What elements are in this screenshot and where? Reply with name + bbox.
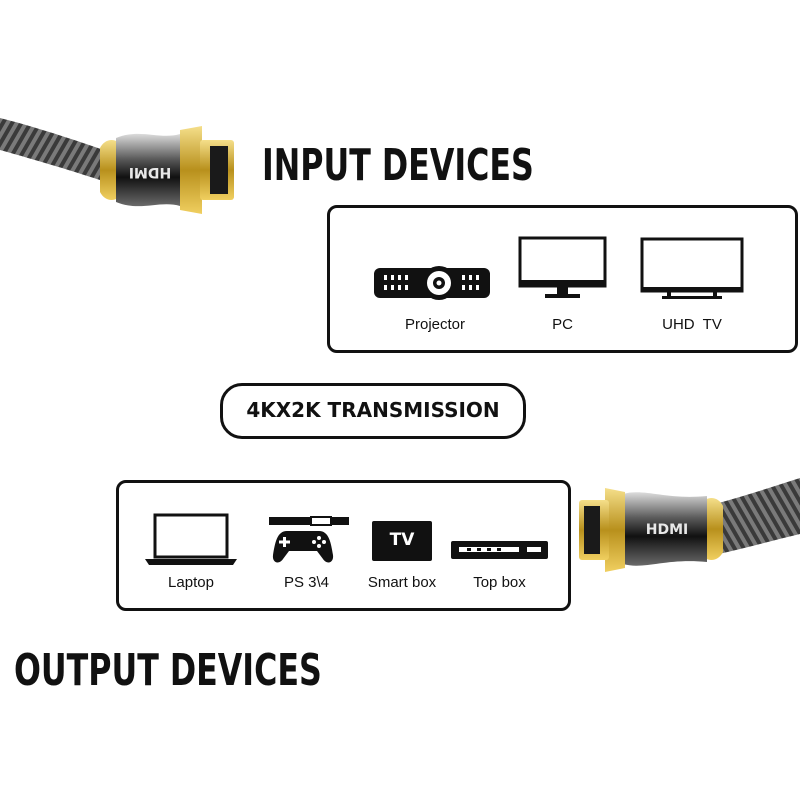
input-devices-heading: INPUT DEVICES (262, 140, 534, 191)
device-ps: PS 3\4 (259, 513, 354, 603)
set-top-box-icon (451, 541, 548, 559)
hdmi-cable-top: HDMI (0, 100, 250, 230)
tv-icon (640, 237, 744, 299)
device-projector: Projector (370, 248, 500, 338)
device-label: Laptop (168, 574, 214, 591)
device-label: PC (552, 316, 573, 333)
smart-box-icon: TV (372, 521, 432, 561)
hdmi-logo-bottom: HDMI (646, 522, 688, 538)
output-devices-heading: OUTPUT DEVICES (14, 645, 322, 696)
device-laptop: Laptop (141, 511, 241, 601)
gamepad-icon (269, 516, 349, 563)
device-label: UHD TV (662, 316, 722, 333)
device-label: Smart box (367, 574, 437, 591)
input-devices-panel: Projector PC UHD TV (327, 205, 798, 353)
hdmi-cable-bottom: HDMI (575, 460, 800, 590)
hdmi-logo-top: HDMI (129, 164, 171, 180)
transmission-label: 4KX2K TRANSMISSION (246, 398, 500, 422)
device-label: Projector (404, 316, 466, 333)
laptop-icon (145, 513, 237, 565)
device-label: Top box (473, 574, 526, 591)
transmission-badge: 4KX2K TRANSMISSION (220, 383, 526, 439)
device-smart-box: TV Smart box (357, 521, 447, 601)
device-uhd-tv: UHD TV (637, 236, 747, 336)
projector-icon (374, 266, 490, 300)
device-top-box: Top box (447, 533, 552, 603)
device-pc: PC (515, 236, 610, 336)
monitor-icon (518, 236, 607, 298)
smart-box-tv-badge: TV (389, 530, 415, 550)
output-devices-panel: Laptop PS 3\4 TV Smart box Top box (116, 480, 571, 611)
device-label: PS 3\4 (283, 574, 330, 591)
